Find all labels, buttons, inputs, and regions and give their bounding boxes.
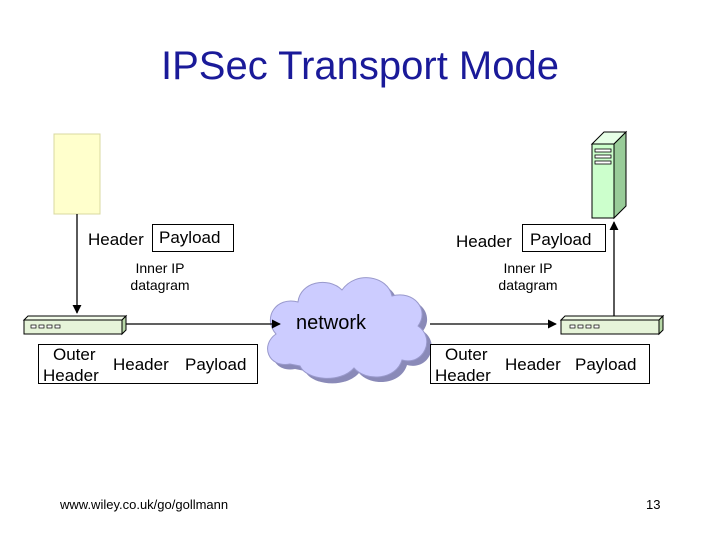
left-outer-payload-label: Payload: [185, 355, 247, 374]
network-label: network: [296, 312, 367, 334]
right-inner-datagram: Header Payload: [452, 224, 606, 252]
left-inner-ip-label: Inner IP datagram: [110, 260, 210, 294]
right-inner-ip-line1: Inner IP: [503, 260, 553, 276]
right-inner-ip-label: Inner IP datagram: [478, 260, 578, 294]
right-inner-payload-label: Payload: [530, 230, 592, 249]
left-inner-header-label: Header: [88, 230, 144, 249]
left-outer-packet: Outer Header Header Payload: [38, 344, 258, 384]
left-inner-payload-label: Payload: [159, 228, 221, 247]
right-outer-header-label: Header: [505, 355, 561, 374]
right-server-icon: [590, 130, 628, 220]
left-outer-line2: Header: [43, 366, 99, 385]
slide-title: IPSec Transport Mode: [161, 44, 559, 88]
left-outer-header-label: Header: [113, 355, 169, 374]
left-inner-packet-box: [152, 224, 234, 252]
left-host-icon: [53, 133, 101, 215]
network-cloud-icon: [267, 277, 432, 384]
left-outer-line1: Outer: [53, 345, 96, 364]
right-inner-ip-line2: datagram: [498, 276, 558, 293]
right-outer-packet: Outer Header Header Payload: [430, 344, 650, 384]
left-inner-ip-line1: Inner IP: [135, 260, 185, 276]
left-inner-ip-line2: datagram: [130, 276, 190, 293]
footer-url: www.wiley.co.uk/go/gollmann: [60, 497, 229, 512]
page-number: 13: [646, 497, 661, 512]
right-outer-line1: Outer: [445, 345, 488, 364]
right-outer-payload-label: Payload: [575, 355, 637, 374]
right-inner-packet-box: [522, 224, 606, 252]
left-inner-datagram: Header Payload: [82, 224, 234, 252]
left-router-icon: [22, 314, 128, 336]
right-router-icon: [559, 314, 665, 336]
right-inner-header-label: Header: [456, 232, 512, 251]
right-outer-line2: Header: [435, 366, 491, 385]
